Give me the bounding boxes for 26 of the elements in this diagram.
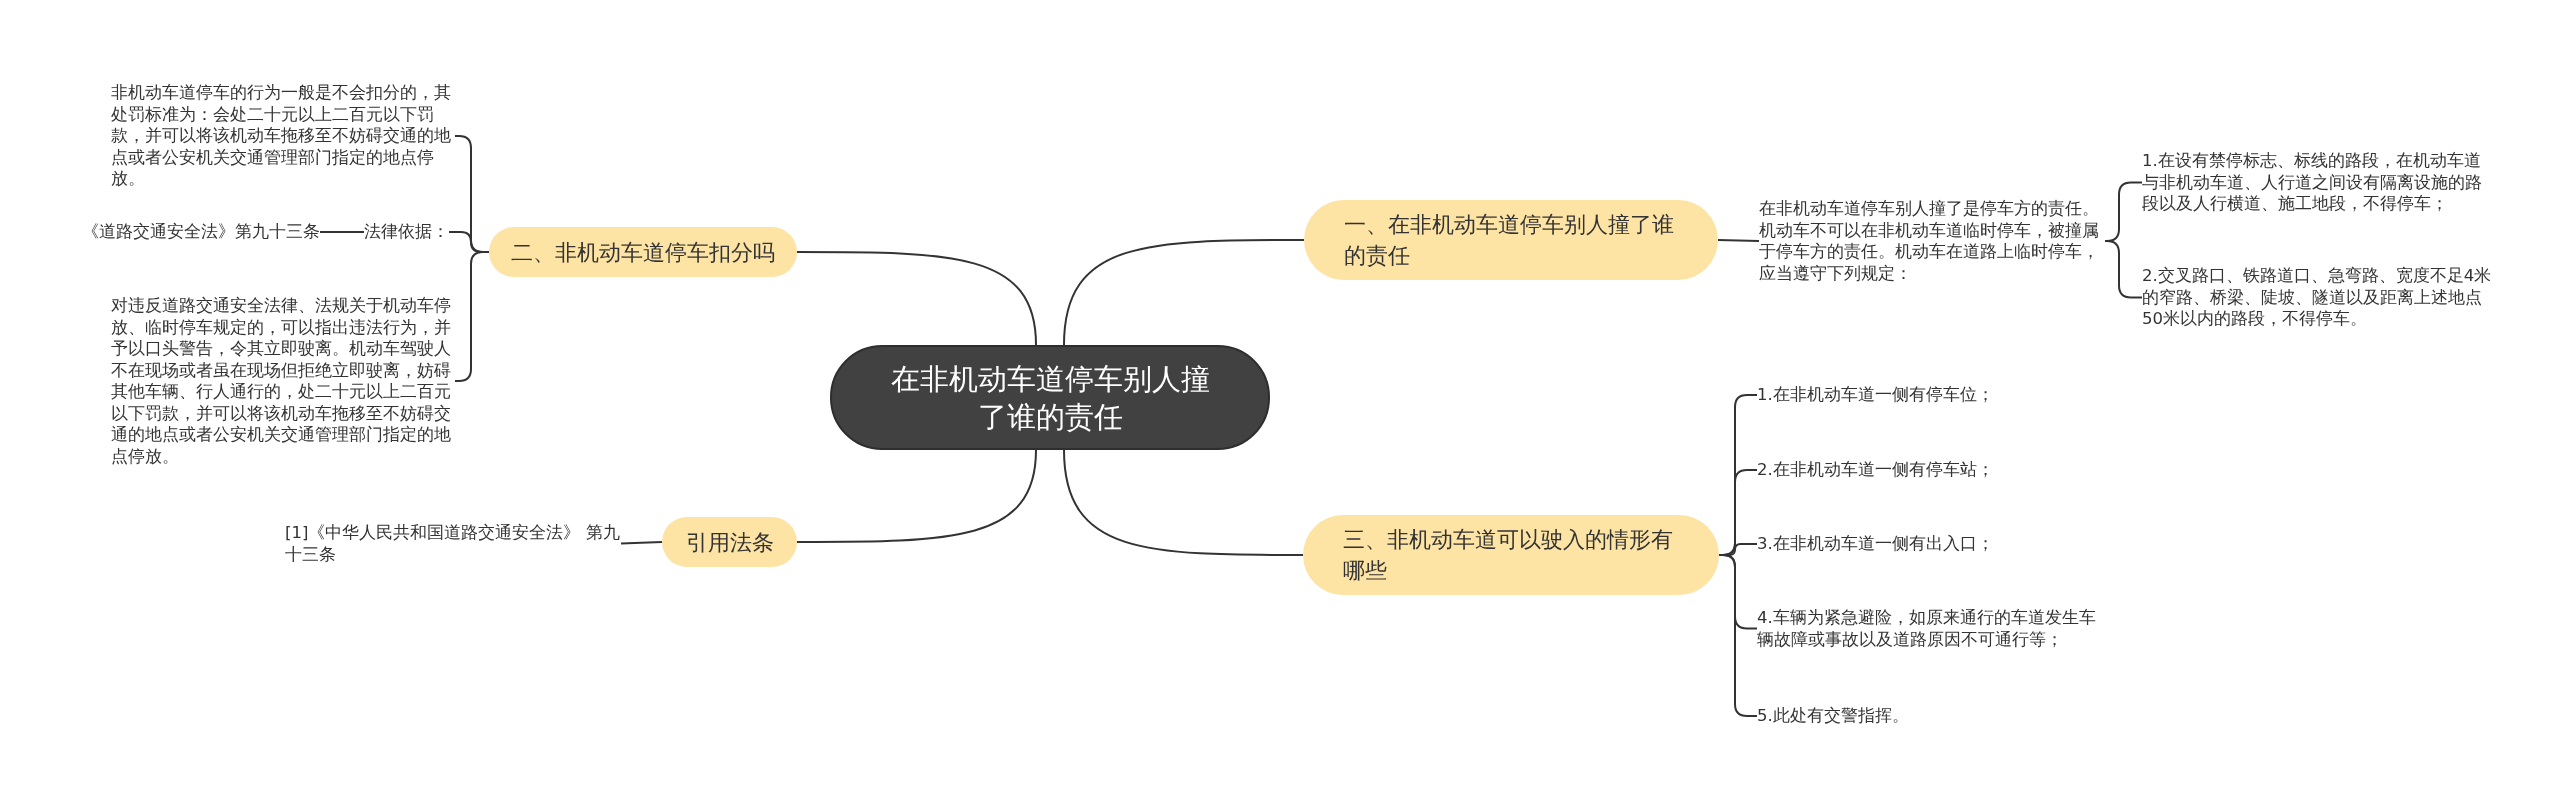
connector-line	[319, 231, 365, 233]
connector-line	[1717, 239, 1760, 242]
connector-line	[620, 541, 663, 545]
topic-pill: 一、在非机动车道停车别人撞了谁的责任	[1304, 200, 1718, 280]
note-text: 4.车辆为紧急避险，如原来通行的车道发生车辆故障或事故以及道路原因不可通行等；	[1757, 607, 2099, 650]
note-text: 非机动车道停车的行为一般是不会扣分的，其处罚标准为：会处二十元以上二百元以下罚款，并可以将该机动车拖移至不妨碍交通的地点或者公安机关交通管理部门指定的地点停放。	[111, 82, 455, 190]
note-text: 对违反道路交通安全法律、法规关于机动车停放、临时停车规定的，可以指出违法行为，并予以口头警告，令其立即驶离。机动车驾驶人不在现场或者虽在现场但拒绝立即驶离，妨碍其他车辆、行人通行的，处二十元以上二百元以下罚款，并可以将该机动车拖移至不妨碍交通的地点或者公安机关交通管理部门指定的地点停放。	[111, 295, 455, 467]
connector-line	[1063, 239, 1305, 346]
note-text: 在非机动车道停车别人撞了是停车方的责任。机动车不可以在非机动车道临时停车，被撞属于停车方的责任。机动车在道路上临时停车，应当遵守下列规定：	[1759, 198, 2105, 284]
note-text: 法律依据：	[364, 221, 449, 243]
connector-line	[796, 449, 1037, 543]
note-text: [1]《中华人民共和国道路交通安全法》 第九十三条	[285, 522, 621, 565]
topic-pill: 引用法条	[662, 517, 797, 567]
note-text: 《道路交通安全法》第九十三条	[82, 221, 320, 243]
note-text: 1.在非机动车道一侧有停车位；	[1757, 384, 1994, 406]
topic-pill: 二、非机动车道停车扣分吗	[489, 227, 797, 277]
topic-pill: 三、非机动车道可以驶入的情形有哪些	[1303, 515, 1719, 595]
note-text: 1.在设有禁停标志、标线的路段，在机动车道与非机动车道、人行道之间设有隔离设施的路段以及人行横道、施工地段，不得停车；	[2142, 150, 2494, 215]
connector-line	[796, 251, 1037, 346]
note-text: 3.在非机动车道一侧有出入口；	[1757, 533, 1994, 555]
note-text: 2.在非机动车道一侧有停车站；	[1757, 459, 1994, 481]
connector-line	[1063, 449, 1304, 556]
connector-line	[2104, 240, 2143, 299]
note-text: 5.此处有交警指挥。	[1757, 705, 1909, 727]
central-topic: 在非机动车道停车别人撞了谁的责任	[830, 345, 1270, 450]
note-text: 2.交叉路口、铁路道口、急弯路、宽度不足4米的窄路、桥梁、陡坡、隧道以及距离上述地点50米以内的路段，不得停车。	[2142, 265, 2494, 330]
